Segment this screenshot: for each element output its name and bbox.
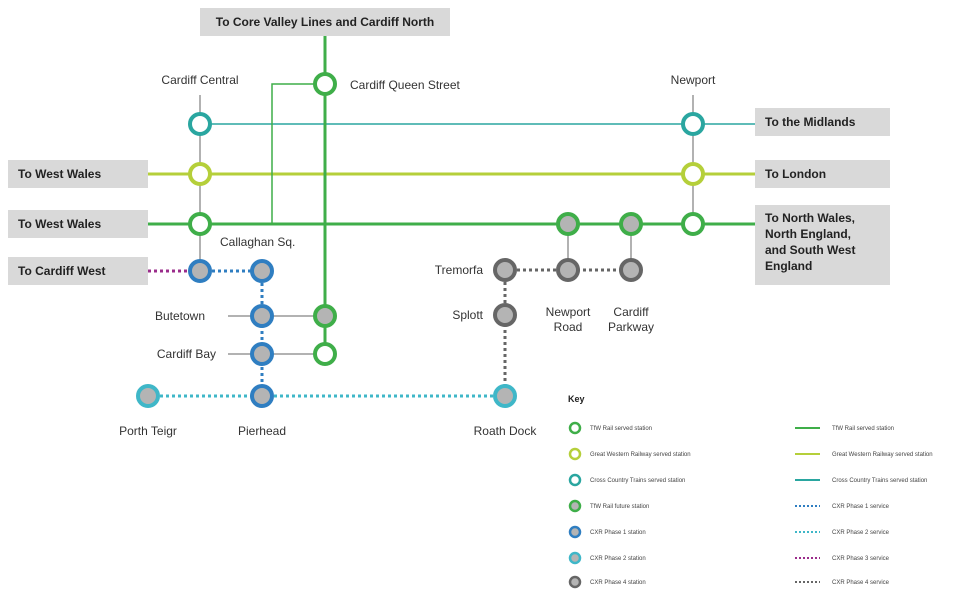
destination-west-wales-lower: To West Wales [8, 210, 148, 238]
key-label-phase3-line: CXR Phase 3 service [832, 556, 890, 562]
key-label-phase4-station: CXR Phase 4 station [590, 580, 646, 586]
key-label-tfw-future-station: TfW Rail future station [590, 504, 649, 510]
key-label-gwr-line: Great Western Railway served station [832, 452, 933, 458]
destination-midlands-label: To the Midlands [765, 115, 856, 129]
station-callaghan-sq [250, 259, 274, 283]
label-callaghan-sq: Callaghan Sq. [220, 235, 295, 249]
label-cardiff-parkway-line2: Parkway [608, 320, 654, 334]
station-splott [493, 303, 517, 327]
key-title: Key [568, 394, 585, 404]
destination-west-wales-lower-label: To West Wales [18, 217, 101, 231]
key-label-xc-line: Cross Country Trains served station [832, 478, 927, 484]
station-cardiff-central-phase1 [188, 259, 212, 283]
destination-north-wales-line3: and South West [765, 243, 855, 257]
label-splott: Splott [452, 308, 483, 322]
key-label-phase4-line: CXR Phase 4 service [832, 580, 890, 586]
label-newport: Newport [671, 73, 716, 87]
key-label-phase2-line: CXR Phase 2 service [832, 530, 890, 536]
label-newport-road-line2: Road [554, 320, 583, 334]
station-newport-gwr [681, 162, 705, 186]
station-cardiff-bay-tfw [313, 342, 337, 366]
key-label-phase1-line: CXR Phase 1 service [832, 504, 890, 510]
station-cardiff-parkway [619, 258, 643, 282]
station-newport-road-future [556, 212, 580, 236]
key-symbol-phase4-station [568, 575, 582, 589]
key-label-tfw-station: TfW Rail served station [590, 426, 652, 432]
station-tremorfa [493, 258, 517, 282]
station-porth-teigr [136, 384, 160, 408]
key-symbol-xc-station [568, 473, 582, 487]
key-symbol-phase2-station [568, 551, 582, 565]
destination-midlands: To the Midlands [755, 108, 890, 136]
label-cardiff-parkway-line1: Cardiff [613, 305, 649, 319]
key-label-gwr-station: Great Western Railway served station [590, 452, 691, 458]
key-label-phase2-station: CXR Phase 2 station [590, 556, 646, 562]
destination-cardiff-west-label: To Cardiff West [18, 264, 106, 278]
key-symbol-phase1-station [568, 525, 582, 539]
destination-cardiff-west: To Cardiff West [8, 257, 148, 285]
destination-north-wales: To North Wales, North England, and South… [755, 205, 890, 285]
destination-london-label: To London [765, 167, 826, 181]
station-cardiff-queen-street [313, 72, 337, 96]
label-pierhead: Pierhead [238, 424, 286, 438]
key-label-phase1-station: CXR Phase 1 station [590, 530, 646, 536]
destination-north-wales-line1: To North Wales, [765, 211, 855, 225]
label-roath-dock: Roath Dock [474, 424, 538, 438]
station-newport-xc [681, 112, 705, 136]
label-cardiff-queen-street: Cardiff Queen Street [350, 78, 461, 92]
destination-core-valley-label: To Core Valley Lines and Cardiff North [216, 15, 434, 29]
station-cardiff-parkway-future [619, 212, 643, 236]
station-roath-dock [493, 384, 517, 408]
key-symbol-tfw-station [568, 421, 582, 435]
destination-north-wales-line2: North England, [765, 227, 851, 241]
destination-north-wales-line4: England [765, 259, 812, 273]
station-butetown [250, 304, 274, 328]
key-line-list: TfW Rail served station Great Western Ra… [795, 426, 933, 586]
station-newport-tfw [681, 212, 705, 236]
destination-west-wales-upper-label: To West Wales [18, 167, 101, 181]
label-tremorfa: Tremorfa [435, 263, 484, 277]
station-butetown-tfw-future [313, 304, 337, 328]
label-cardiff-central: Cardiff Central [161, 73, 238, 87]
key-label-tfw-line: TfW Rail served station [832, 426, 894, 432]
destination-core-valley: To Core Valley Lines and Cardiff North [200, 8, 450, 36]
label-newport-road-line1: Newport [546, 305, 591, 319]
key-station-list: TfW Rail served station Great Western Ra… [568, 421, 691, 589]
station-cardiff-bay [250, 342, 274, 366]
station-cardiff-central-gwr [188, 162, 212, 186]
key-symbol-tfw-future-station [568, 499, 582, 513]
station-newport-road [556, 258, 580, 282]
destination-london: To London [755, 160, 890, 188]
map-key: Key TfW Rail served station Great Wester… [568, 394, 933, 589]
label-cardiff-bay: Cardiff Bay [157, 347, 216, 361]
key-label-xc-station: Cross Country Trains served station [590, 478, 685, 484]
destination-west-wales-upper: To West Wales [8, 160, 148, 188]
label-porth-teigr: Porth Teigr [119, 424, 177, 438]
key-symbol-gwr-station [568, 447, 582, 461]
label-butetown: Butetown [155, 309, 205, 323]
station-cardiff-central-tfw [188, 212, 212, 236]
line-tfw-callaghan-link [271, 83, 325, 224]
station-cardiff-central-xc [188, 112, 212, 136]
station-pierhead [250, 384, 274, 408]
